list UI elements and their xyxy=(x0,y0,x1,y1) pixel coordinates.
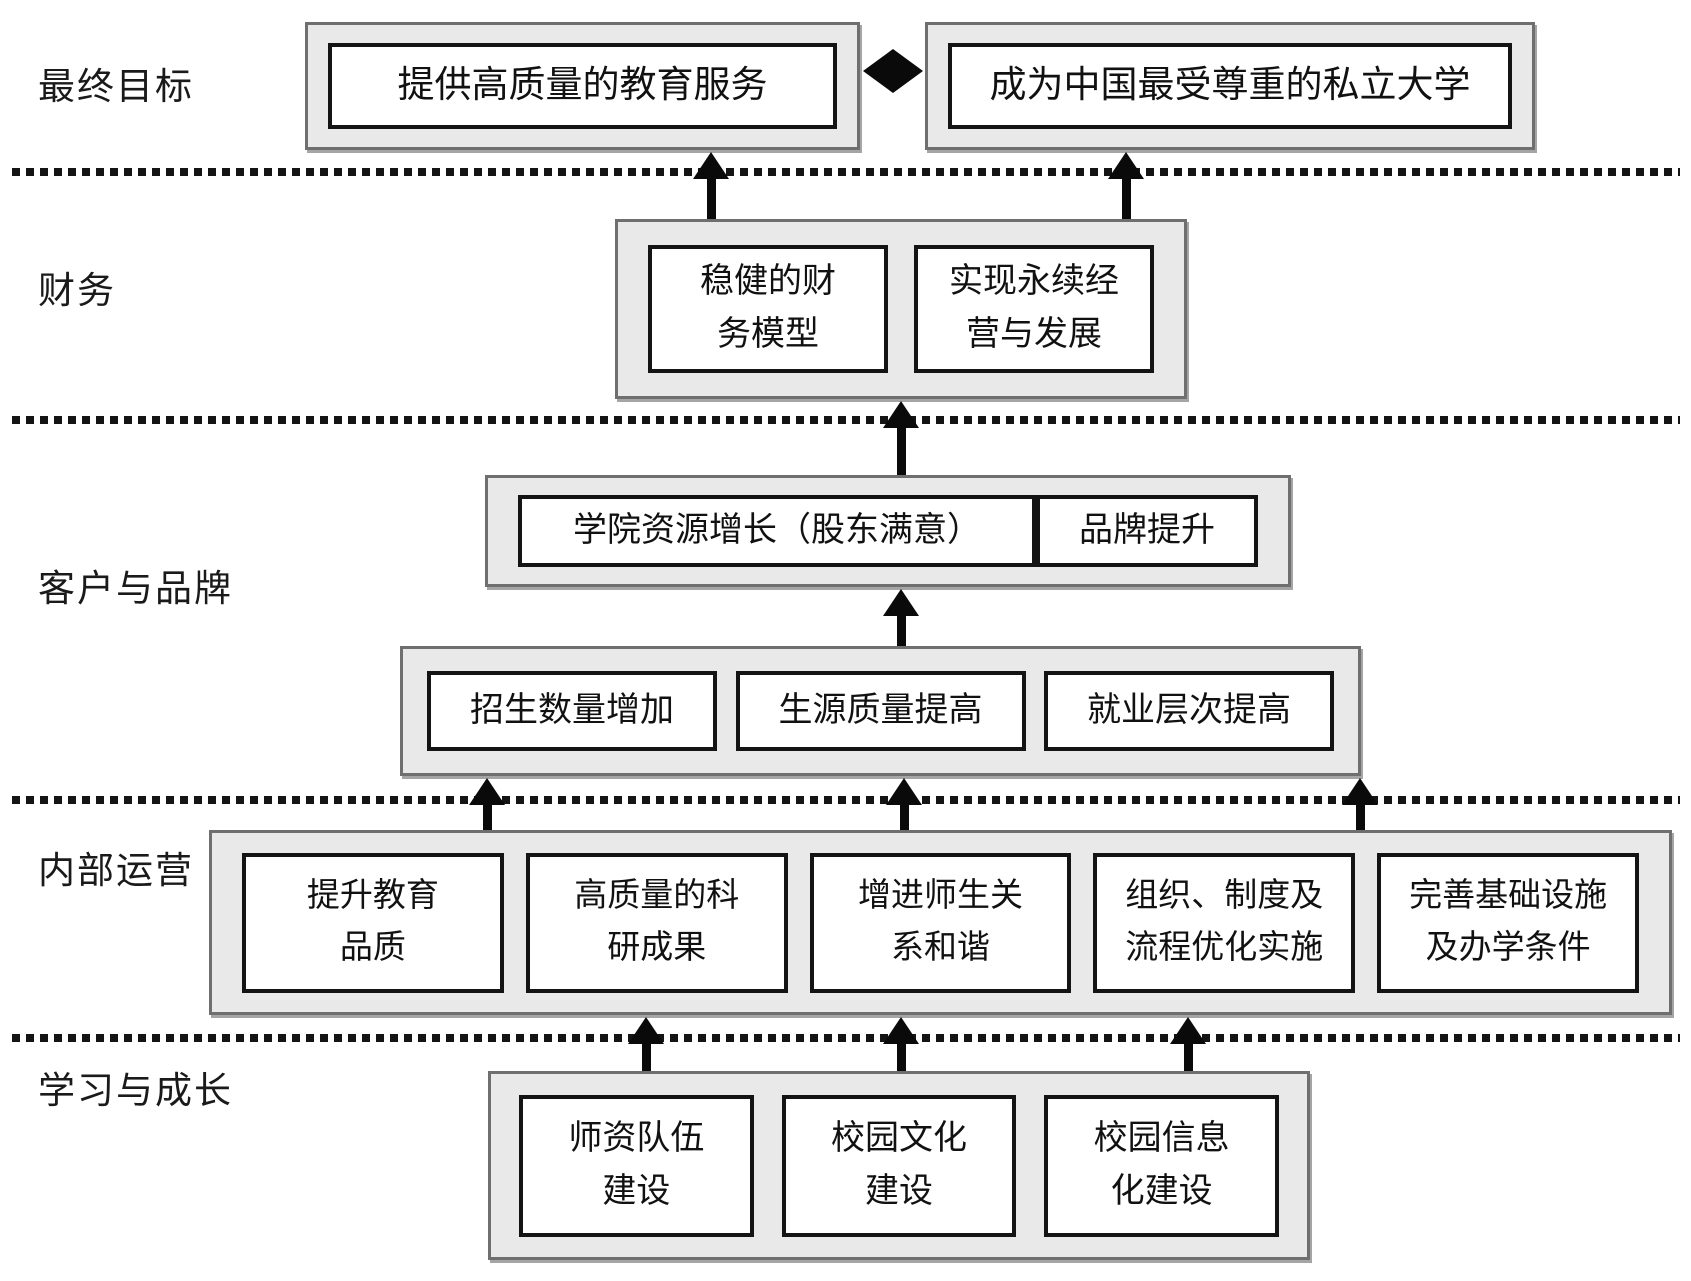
arrow-stem xyxy=(1121,179,1131,219)
arrow-stem xyxy=(706,179,716,219)
arrow-head-icon xyxy=(693,152,729,179)
up-arrow-finance-to-goal-left xyxy=(693,152,729,219)
operations-box-3-line1: 增进师生关 xyxy=(857,878,1023,915)
learning-box-2: 校园文化 建设 xyxy=(781,1094,1017,1237)
customer-lower-box-1-text: 招生数量增加 xyxy=(470,691,674,729)
learning-box-3-line1: 校园信息 xyxy=(1093,1119,1230,1157)
arrow-stem xyxy=(896,1044,906,1071)
operations-box-2-line1: 高质量的科 xyxy=(574,878,740,915)
learning-box-3-line2: 化建设 xyxy=(1110,1172,1213,1210)
arrow-stem xyxy=(1183,1044,1193,1071)
operations-box-1: 提升教育 品质 xyxy=(242,852,504,993)
customer-upper-box-1: 学院资源增长（股东满意） xyxy=(518,495,1036,567)
learning-group: 师资队伍 建设 校园文化 建设 校园信息 化建设 xyxy=(488,1071,1310,1260)
up-arrow-operations-to-customer-3 xyxy=(1342,778,1378,830)
operations-group: 提升教育 品质 高质量的科 研成果 增进师生关 系和谐 组织、制度及 流程优化实… xyxy=(209,830,1672,1015)
learning-box-3: 校园信息 化建设 xyxy=(1044,1094,1280,1237)
dotted-separator-1 xyxy=(12,168,1680,176)
arrow-head-icon xyxy=(883,589,919,616)
goal-left-box: 提供高质量的教育服务 xyxy=(328,43,837,129)
customer-lower-box-2: 生源质量提高 xyxy=(735,671,1026,751)
finance-box-1: 稳健的财 务模型 xyxy=(648,245,888,373)
customer-upper-box-2-text: 品牌提升 xyxy=(1079,511,1215,549)
learning-box-1-line2: 建设 xyxy=(602,1172,671,1210)
up-arrow-learning-to-operations-1 xyxy=(628,1017,664,1071)
row-label-goal: 最终目标 xyxy=(38,67,194,108)
operations-box-4: 组织、制度及 流程优化实施 xyxy=(1093,852,1356,993)
operations-box-5-line2: 及办学条件 xyxy=(1425,929,1591,966)
operations-box-5: 完善基础设施 及办学条件 xyxy=(1377,852,1639,993)
row-label-customer: 客户与品牌 xyxy=(38,569,233,610)
arrow-stem xyxy=(641,1044,651,1071)
dotted-separator-2 xyxy=(12,416,1680,424)
up-arrow-customer-lower-to-upper xyxy=(883,589,919,646)
row-label-learning: 学习与成长 xyxy=(38,1071,233,1112)
arrow-head-icon xyxy=(628,1017,664,1044)
arrow-head-icon xyxy=(469,778,505,805)
customer-lower-group: 招生数量增加 生源质量提高 就业层次提高 xyxy=(400,646,1361,776)
goal-right-group: 成为中国最受尊重的私立大学 xyxy=(925,22,1535,150)
up-arrow-learning-to-operations-3 xyxy=(1170,1017,1206,1071)
finance-box-2-line1: 实现永续经 xyxy=(949,263,1119,301)
learning-box-2-line2: 建设 xyxy=(865,1172,933,1210)
arrow-head-icon xyxy=(883,401,919,428)
arrow-head-icon xyxy=(886,778,922,805)
finance-box-2-line2: 营与发展 xyxy=(966,316,1102,353)
arrow-stem xyxy=(1355,805,1365,830)
arrow-head-icon xyxy=(1108,152,1144,179)
finance-box-1-line1: 稳健的财 xyxy=(700,263,836,301)
customer-lower-box-3: 就业层次提高 xyxy=(1044,671,1334,751)
customer-upper-box-2: 品牌提升 xyxy=(1036,495,1258,567)
operations-box-1-line1: 提升教育 xyxy=(306,878,439,915)
up-arrow-learning-to-operations-2 xyxy=(883,1017,919,1071)
row-label-finance: 财务 xyxy=(38,271,116,312)
operations-box-1-line2: 品质 xyxy=(339,929,406,966)
arrow-stem xyxy=(482,805,492,830)
operations-box-2-line2: 研成果 xyxy=(607,929,707,966)
goal-left-group: 提供高质量的教育服务 xyxy=(305,22,860,150)
arrow-head-icon xyxy=(883,1017,919,1044)
operations-box-4-line1: 组织、制度及 xyxy=(1125,878,1324,915)
operations-box-3-line2: 系和谐 xyxy=(890,929,990,966)
operations-box-2: 高质量的科 研成果 xyxy=(525,852,788,993)
customer-lower-box-1: 招生数量增加 xyxy=(427,671,717,751)
operations-box-4-line2: 流程优化实施 xyxy=(1125,929,1324,966)
learning-box-2-line1: 校园文化 xyxy=(831,1119,967,1157)
up-arrow-customer-upper-to-finance xyxy=(883,401,919,475)
arrow-stem xyxy=(896,428,906,475)
customer-upper-box-1-text: 学院资源增长（股东满意） xyxy=(573,511,981,549)
dotted-separator-4 xyxy=(12,1034,1680,1042)
customer-upper-group: 学院资源增长（股东满意） 品牌提升 xyxy=(485,475,1291,587)
up-arrow-operations-to-customer-2 xyxy=(886,778,922,830)
goal-right-box: 成为中国最受尊重的私立大学 xyxy=(948,43,1512,129)
operations-box-3: 增进师生关 系和谐 xyxy=(809,852,1072,993)
customer-lower-box-3-text: 就业层次提高 xyxy=(1087,691,1291,729)
finance-box-2: 实现永续经 营与发展 xyxy=(914,245,1154,373)
finance-group: 稳健的财 务模型 实现永续经 营与发展 xyxy=(615,219,1187,399)
arrow-stem xyxy=(899,805,909,830)
learning-box-1-line1: 师资队伍 xyxy=(568,1119,705,1157)
customer-lower-box-2-text: 生源质量提高 xyxy=(778,691,983,729)
learning-box-1: 师资队伍 建设 xyxy=(519,1094,754,1237)
row-label-operations: 内部运营 xyxy=(38,851,194,892)
arrow-stem xyxy=(896,616,906,646)
arrow-head-icon xyxy=(1342,778,1378,805)
up-arrow-finance-to-goal-right xyxy=(1108,152,1144,219)
arrow-head-icon xyxy=(1170,1017,1206,1044)
up-arrow-operations-to-customer-1 xyxy=(469,778,505,830)
diamond-connector-icon xyxy=(863,49,923,93)
dotted-separator-3 xyxy=(12,796,1680,804)
goal-left-box-text: 提供高质量的教育服务 xyxy=(397,65,768,107)
finance-box-1-line2: 务模型 xyxy=(717,316,819,353)
operations-box-5-line1: 完善基础设施 xyxy=(1409,878,1608,915)
goal-right-box-text: 成为中国最受尊重的私立大学 xyxy=(989,65,1471,107)
